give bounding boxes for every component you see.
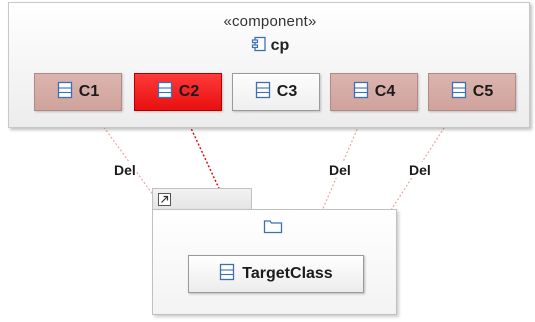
component-title: cp <box>9 36 531 57</box>
part-label: C3 <box>276 83 298 100</box>
part-label: C1 <box>78 83 100 100</box>
class-icon <box>353 81 369 104</box>
part-c5[interactable]: C5 <box>428 73 516 111</box>
class-icon <box>157 81 173 104</box>
dependency-label-c4: Del <box>329 162 351 178</box>
dependency-label-c1: Del <box>114 162 136 178</box>
component-stereotype: «component» <box>223 13 317 30</box>
part-label: C4 <box>374 83 396 100</box>
part-label: C2 <box>178 83 200 100</box>
part-c2[interactable]: C2 <box>134 73 222 111</box>
shortcut-arrow-icon <box>158 193 171 206</box>
component-name: cp <box>270 37 290 54</box>
package-tab[interactable] <box>152 188 252 210</box>
part-label: C5 <box>472 83 494 100</box>
component-icon <box>251 36 267 57</box>
class-icon <box>219 263 235 286</box>
folder-icon <box>263 218 283 234</box>
part-c1[interactable]: C1 <box>34 73 122 111</box>
part-c3[interactable]: C3 <box>232 73 320 111</box>
target-class-name: TargetClass <box>242 265 333 282</box>
class-icon <box>255 81 271 104</box>
dependency-label-c5: Del <box>409 162 431 178</box>
target-class-box[interactable]: TargetClass <box>188 255 364 293</box>
dependency-c5[interactable] <box>362 110 456 255</box>
class-icon <box>451 81 467 104</box>
class-icon <box>57 81 73 104</box>
part-c4[interactable]: C4 <box>330 73 418 111</box>
